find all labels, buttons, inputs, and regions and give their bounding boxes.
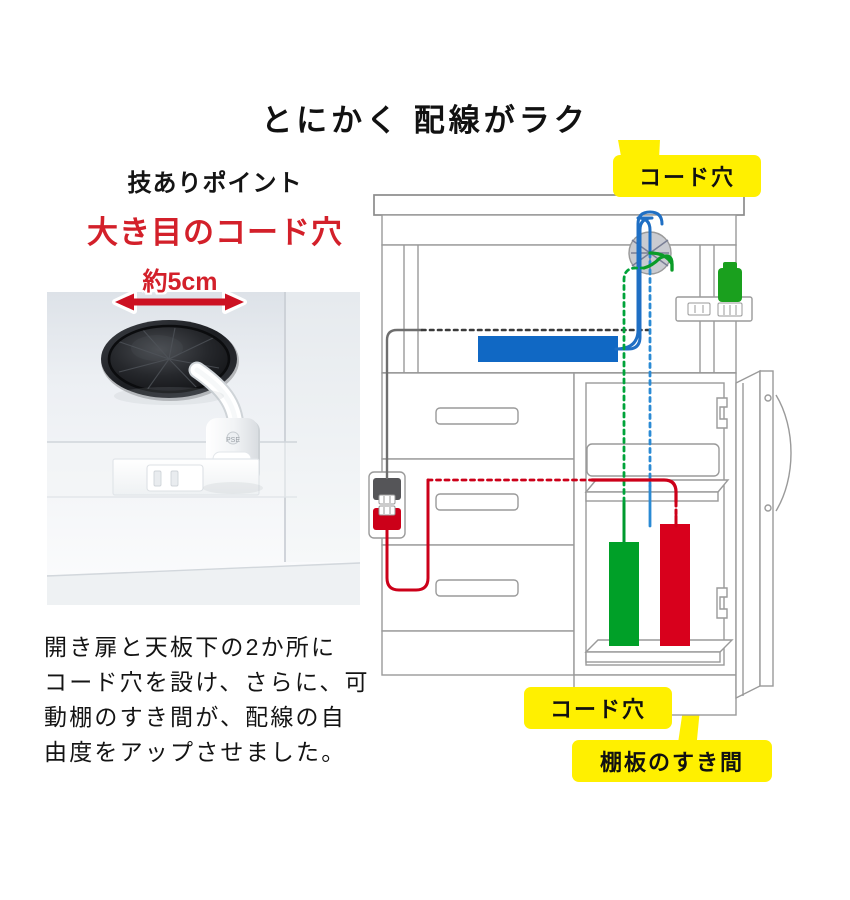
- adjustable-shelf-edge: [585, 491, 719, 502]
- blue-device: [478, 336, 618, 362]
- sub-heading: 技ありポイント: [127, 170, 303, 197]
- green-cable-to-plug: [642, 254, 674, 272]
- handle-screw-top: [764, 394, 772, 402]
- cabinet-interior: [585, 382, 725, 666]
- adjustable-shelf-top: [584, 479, 730, 493]
- body-line-3: 動棚のすき間が、配線の自: [44, 703, 346, 730]
- svg-text:PSE: PSE: [226, 437, 240, 444]
- body-line-1: 開き扉と天板下の2か所に: [44, 634, 337, 660]
- grey-cable-visible: [385, 328, 424, 480]
- red-heading: 大き目のコード穴: [87, 215, 343, 250]
- top-rail: [381, 214, 737, 246]
- double-arrow-icon: [112, 290, 247, 314]
- body-line-2: コード穴を設け、さらに、可: [44, 668, 370, 695]
- callout-lower-cord-hole: コード穴: [524, 687, 672, 729]
- grey-plug: [373, 478, 401, 500]
- callout-shelf-gap: 棚板のすき間: [572, 740, 772, 782]
- red-device: [660, 524, 690, 646]
- green-device: [609, 542, 639, 646]
- cord-hole-photo: PSE: [47, 292, 360, 605]
- cabinet-wiring-diagram: .ln { fill:none; stroke:#8c8c8c; stroke-…: [360, 140, 840, 790]
- cabinet-door-edge: [759, 370, 774, 687]
- base-plinth-left: [381, 630, 575, 676]
- red-cable-in-cabinet: [590, 478, 678, 504]
- green-plug: [718, 268, 742, 302]
- cabinet-floor: [584, 639, 734, 653]
- top-board: [373, 194, 745, 216]
- green-cable-hidden: [622, 266, 646, 504]
- body-line-4: 由度をアップさせました。: [44, 738, 347, 765]
- hinge-bottom: [716, 587, 728, 619]
- drawer-handle-2: [435, 493, 519, 511]
- drawer-handle-3: [435, 579, 519, 597]
- red-cable-visible: [385, 478, 430, 592]
- measurement-label: 約5cm: [142, 268, 218, 296]
- hinge-top: [716, 397, 728, 429]
- drawer-handle-1: [435, 407, 519, 425]
- back-panel-recess: [586, 443, 720, 477]
- page-title: とにかく 配線がラク: [261, 103, 589, 138]
- callout-top-cord-hole: コード穴: [613, 155, 761, 197]
- cabinet-door-open: [735, 369, 761, 700]
- blue-cable-top-visible: [614, 216, 654, 351]
- handle-screw-bottom: [764, 504, 772, 512]
- door-handle: [775, 394, 792, 512]
- body-paragraph: 開き扉と天板下の2か所に コード穴を設け、さらに、可 動棚のすき間が、配線の自 …: [44, 630, 414, 770]
